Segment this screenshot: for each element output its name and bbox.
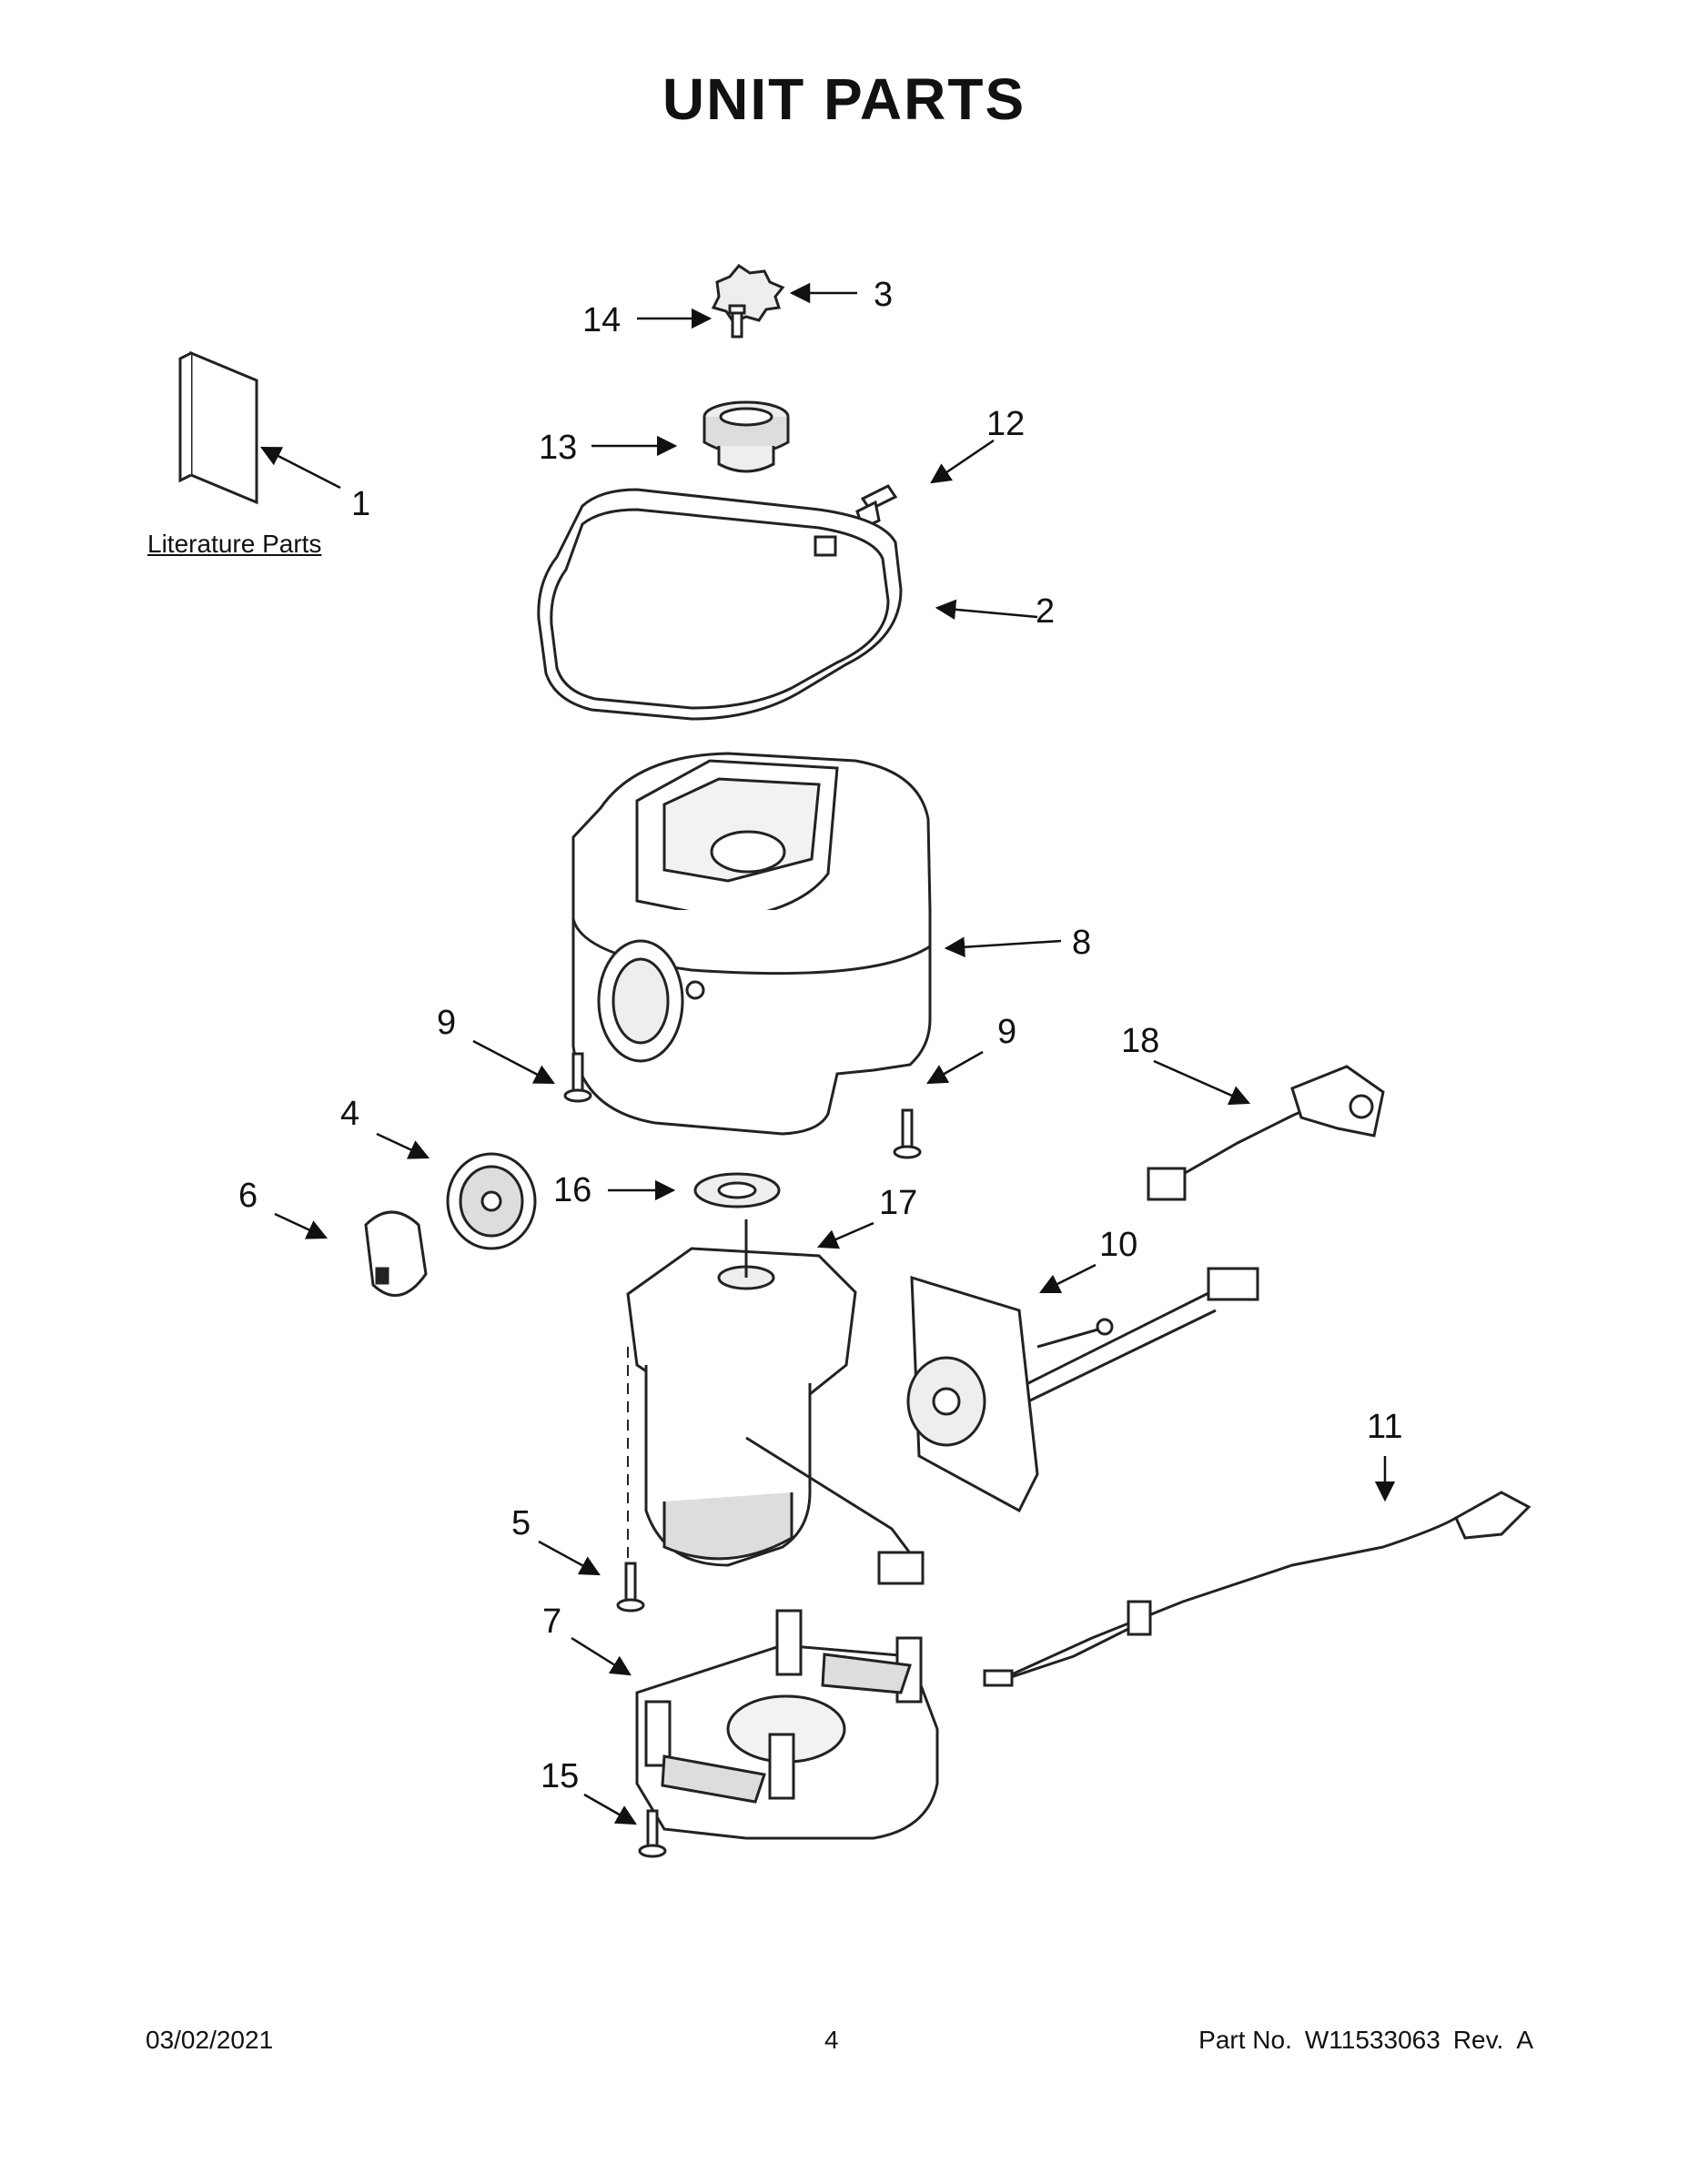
literature-parts-label: Literature Parts <box>147 530 322 558</box>
callout-1: 1 <box>351 485 370 523</box>
callout-2: 2 <box>1036 592 1055 631</box>
knob-bezel <box>446 1152 537 1250</box>
callout-7: 7 <box>542 1603 561 1641</box>
callout-11: 11 <box>1367 1408 1402 1446</box>
washer <box>693 1172 781 1208</box>
foot-screw-left <box>563 1052 592 1103</box>
base-screw <box>638 1809 667 1858</box>
callout-4: 4 <box>340 1095 359 1133</box>
callout-15: 15 <box>541 1757 579 1795</box>
footer-part-number: Part No. W11533063 Rev. A <box>1186 2026 1533 2055</box>
drive-socket <box>702 400 790 473</box>
coupler-star <box>711 264 785 324</box>
wire-harness <box>1147 1065 1385 1201</box>
literature-booklet <box>178 350 258 505</box>
callout-17: 17 <box>879 1184 917 1222</box>
motor-assembly <box>626 1219 925 1585</box>
rev-value: A <box>1516 2026 1533 2054</box>
callout-12: 12 <box>986 405 1025 443</box>
callout-9-left: 9 <box>437 1004 456 1042</box>
callout-10: 10 <box>1099 1226 1137 1264</box>
callout-8: 8 <box>1072 924 1091 962</box>
callout-13: 13 <box>539 429 577 467</box>
motor-screw <box>616 1562 645 1613</box>
part-no-value: W11533063 <box>1304 2026 1440 2054</box>
power-cord <box>983 1491 1531 1687</box>
callout-9-right: 9 <box>997 1013 1016 1051</box>
pin <box>728 304 746 339</box>
footer-date: 03/02/2021 <box>146 2026 274 2054</box>
trim-ring <box>537 488 903 721</box>
callout-18: 18 <box>1121 1022 1159 1060</box>
main-housing <box>571 752 932 1136</box>
callout-3: 3 <box>874 276 893 314</box>
part-no-label: Part No. <box>1198 2026 1292 2054</box>
foot-screw-right <box>893 1108 922 1159</box>
footer-page-number: 4 <box>824 2026 839 2054</box>
base <box>635 1609 939 1840</box>
rev-label: Rev. <box>1452 2026 1504 2054</box>
callout-6: 6 <box>238 1177 258 1215</box>
control-knob <box>364 1210 428 1297</box>
callout-14: 14 <box>582 301 621 339</box>
control-board <box>906 1267 1259 1513</box>
page-title: UNIT PARTS <box>662 66 1026 132</box>
callout-5: 5 <box>511 1504 531 1542</box>
callout-16: 16 <box>553 1171 591 1209</box>
